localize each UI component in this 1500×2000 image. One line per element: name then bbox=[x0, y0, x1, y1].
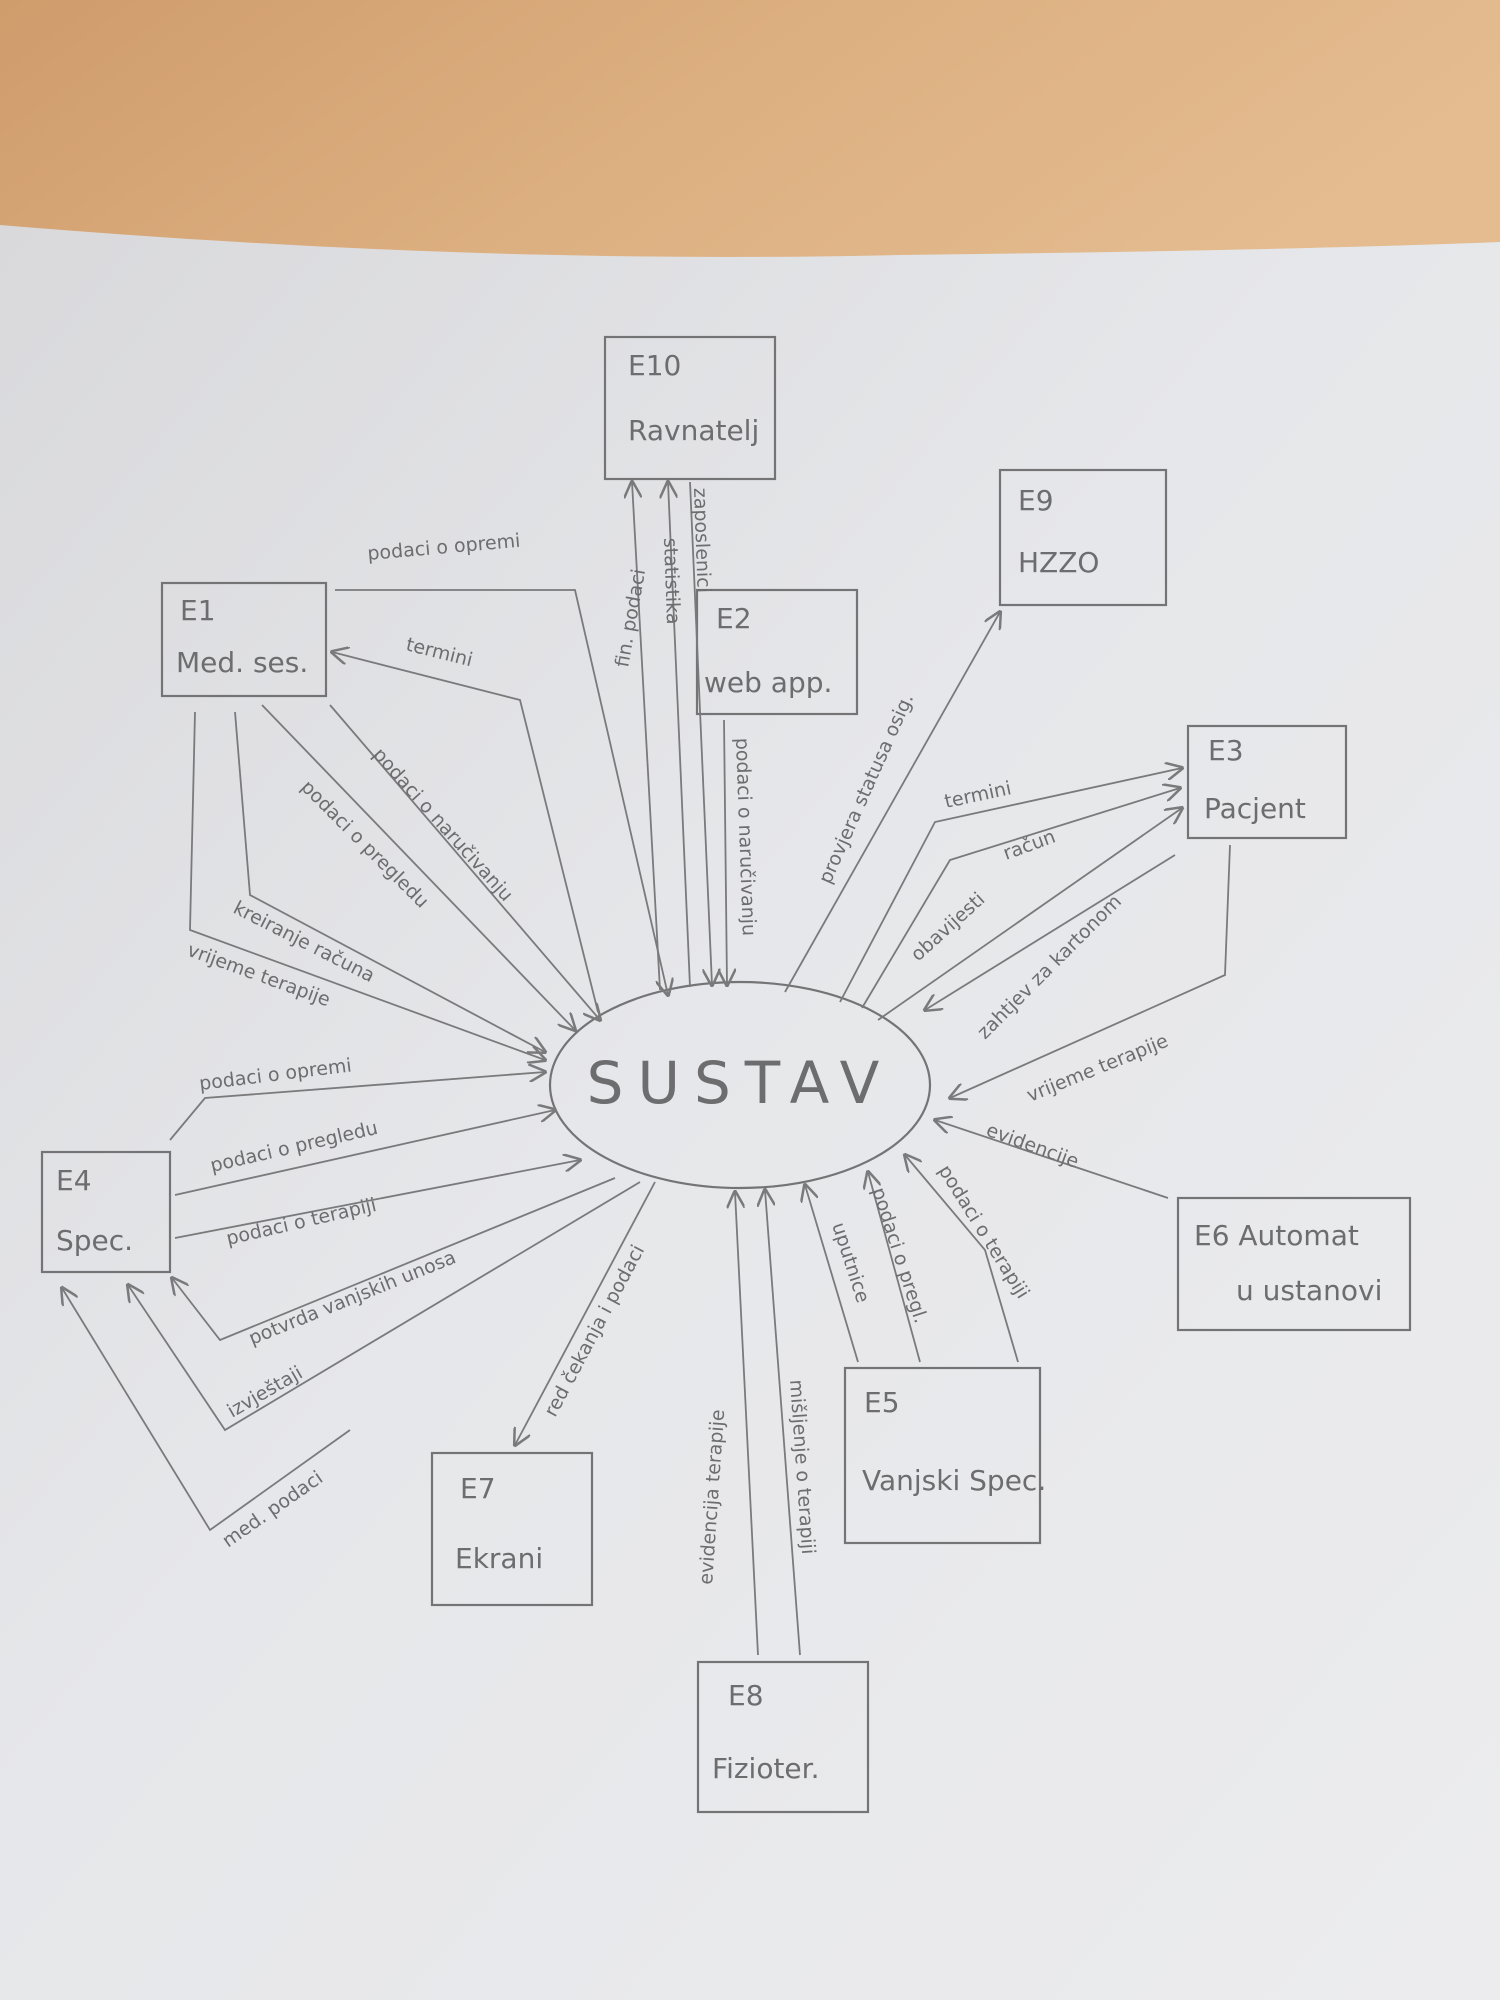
flow-label: zaposlenici bbox=[689, 487, 715, 593]
flow-label: izvještaji bbox=[224, 1362, 307, 1423]
flow-e1-termini: termini bbox=[332, 634, 599, 1013]
entity-e3-code: E3 bbox=[1208, 734, 1244, 767]
flow-label: vrijeme terapije bbox=[1024, 1030, 1172, 1107]
flow-e8-misljenje: mišljenje o terapiji bbox=[765, 1190, 819, 1656]
entity-e7: E7 Ekrani bbox=[430, 1451, 594, 1607]
flow-label: statistika bbox=[659, 537, 684, 624]
flow-e4-terapija: podaci o terapiji bbox=[174, 1160, 580, 1250]
flow-e10-fin: fin. podaci bbox=[611, 482, 661, 991]
flow-e3-zahtjev: zahtjev za kartonom bbox=[925, 854, 1176, 1044]
entity-e8-name: Fizioter. bbox=[712, 1752, 820, 1785]
entity-e8: E8 Fizioter. bbox=[696, 1660, 870, 1814]
entity-e1-name: Med. ses. bbox=[176, 646, 308, 679]
entity-e5-code: E5 bbox=[864, 1386, 900, 1419]
entity-e4-code: E4 bbox=[56, 1164, 92, 1197]
flow-label: evidencija terapije bbox=[695, 1409, 729, 1586]
entity-e8-code: E8 bbox=[728, 1679, 764, 1712]
flow-label: podaci o pregl. bbox=[867, 1185, 932, 1326]
flow-e5-pregled: podaci o pregl. bbox=[867, 1172, 932, 1363]
entity-e3: E3 Pacjent bbox=[1186, 724, 1348, 840]
flow-e10-stat: statistika bbox=[659, 482, 691, 988]
system-label: SUSTAV bbox=[587, 1049, 894, 1117]
entity-e2-code: E2 bbox=[716, 602, 752, 635]
flow-label: termini bbox=[404, 634, 475, 672]
flow-label: podaci o terapiji bbox=[934, 1161, 1034, 1303]
entity-e3-name: Pacjent bbox=[1204, 792, 1306, 825]
flow-label: med. podaci bbox=[218, 1467, 327, 1552]
flow-label: provjera statusa osig. bbox=[814, 690, 918, 887]
entity-e10-code: E10 bbox=[628, 349, 681, 382]
flow-e2-naruc: podaci o naručivanju bbox=[724, 719, 760, 985]
flow-e4-pregled: podaci o pregledu bbox=[174, 1110, 555, 1196]
flow-label: podaci o naručivanju bbox=[731, 737, 760, 936]
flow-e7-red: red čekanja i podaci bbox=[515, 1181, 656, 1445]
flow-label: podaci o opremi bbox=[367, 530, 522, 565]
entity-e7-name: Ekrani bbox=[455, 1542, 543, 1575]
flow-e10-zaposl: zaposlenici bbox=[689, 481, 715, 985]
flow-e5-uputnice: uputnice bbox=[805, 1185, 874, 1363]
entity-e10: E10 Ravnatelj bbox=[603, 335, 777, 481]
entity-e6: E6 Automat u ustanovi bbox=[1176, 1196, 1412, 1332]
entity-e6-title: E6 Automat bbox=[1194, 1219, 1359, 1252]
entity-e2-name: web app. bbox=[704, 666, 832, 699]
system-process: SUSTAV bbox=[548, 980, 932, 1190]
flow-e6-evid: evidencije bbox=[935, 1119, 1169, 1199]
flow-e4-potvrda: potvrda vanjskih unosa bbox=[172, 1177, 616, 1350]
entity-e7-code: E7 bbox=[460, 1472, 496, 1505]
entity-e1: E1 Med. ses. bbox=[160, 581, 328, 698]
entity-e9: E9 HZZO bbox=[998, 468, 1168, 607]
entity-e10-name: Ravnatelj bbox=[628, 414, 759, 447]
entity-e5-name: Vanjski Spec. bbox=[862, 1464, 1046, 1497]
flow-e5-terapija: podaci o terapiji bbox=[905, 1155, 1034, 1363]
entity-e2: E2 web app. bbox=[695, 588, 859, 716]
entity-e1-code: E1 bbox=[180, 594, 216, 627]
flow-label: podaci o terapiji bbox=[224, 1194, 378, 1250]
flow-e3-racun: račun bbox=[861, 788, 1180, 1009]
entity-e9-code: E9 bbox=[1018, 484, 1054, 517]
flow-label: red čekanja i podaci bbox=[540, 1241, 649, 1420]
entity-e4: E4 Spec. bbox=[40, 1150, 172, 1274]
entity-e6-subtitle: u ustanovi bbox=[1236, 1274, 1382, 1307]
entity-e9-name: HZZO bbox=[1018, 546, 1099, 579]
flow-label: fin. podaci bbox=[611, 567, 650, 669]
flow-label: obavijesti bbox=[907, 888, 990, 966]
flow-label: evidencije bbox=[983, 1119, 1081, 1173]
flow-label: račun bbox=[1000, 826, 1058, 865]
flow-e3-terapija: vrijeme terapije bbox=[950, 844, 1231, 1107]
flow-label: potvrda vanjskih unosa bbox=[246, 1246, 459, 1349]
flow-label: uputnice bbox=[827, 1220, 874, 1306]
entity-e5: E5 Vanjski Spec. bbox=[843, 1366, 1046, 1545]
flow-e8-evid: evidencija terapije bbox=[695, 1192, 759, 1656]
entity-e4-name: Spec. bbox=[56, 1224, 133, 1257]
